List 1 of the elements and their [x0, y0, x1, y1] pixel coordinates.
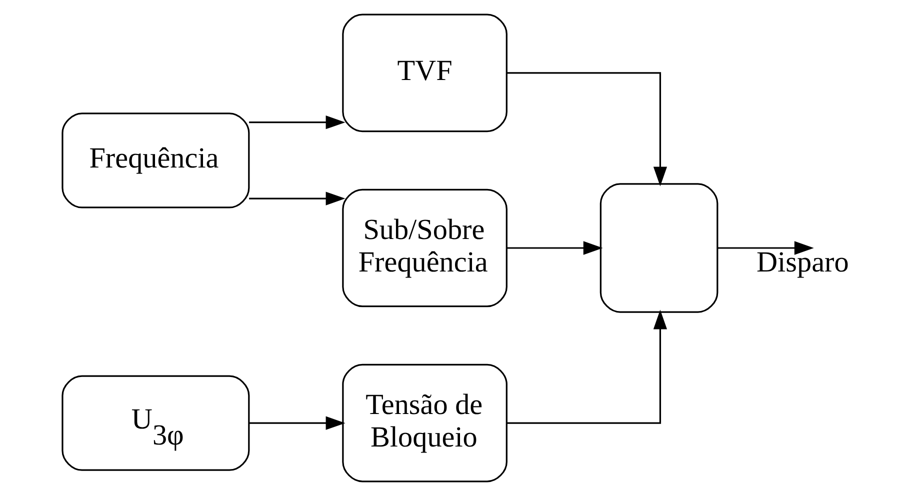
edge-label: Disparo — [756, 246, 848, 278]
